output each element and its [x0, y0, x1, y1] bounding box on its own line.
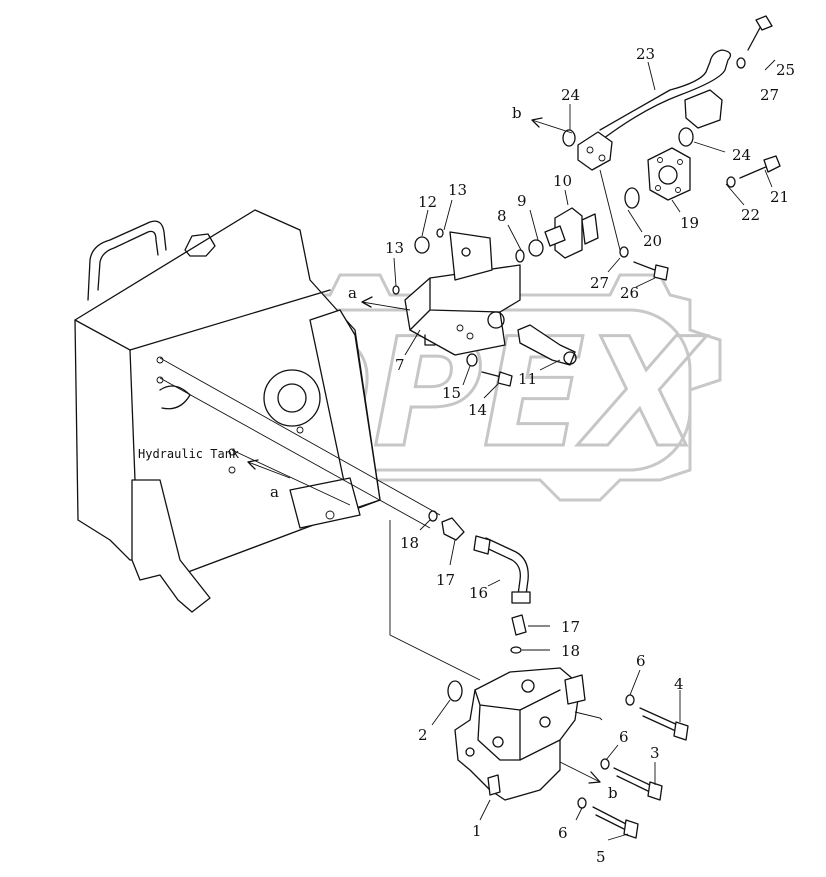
part-number-3: 3	[650, 744, 660, 762]
pipe-23	[577, 49, 732, 171]
washer-27-mid	[619, 246, 629, 258]
leader-line-main-valve	[389, 520, 481, 681]
part-number-15: 15	[442, 384, 461, 402]
part-number-19: 19	[680, 214, 699, 232]
pressure-sensor-11	[517, 324, 577, 366]
part-number-9: 9	[517, 192, 527, 210]
part-number-26: 26	[620, 284, 639, 302]
part-number-27-mid: 27	[590, 274, 609, 292]
o-ring-2	[447, 680, 463, 702]
hose-16	[473, 535, 531, 604]
part-number-6-mid: 6	[619, 728, 629, 746]
washer-15	[466, 353, 478, 367]
bolt-3	[613, 767, 663, 801]
arrow-b-upper	[531, 117, 573, 134]
o-ring-18-mid	[428, 510, 438, 522]
part-number-17-lower: 17	[561, 618, 580, 636]
callout-leaders	[393, 59, 776, 841]
flow-marker-a-upper: a	[348, 284, 357, 302]
washer-22	[726, 176, 736, 188]
part-number-6-top: 6	[636, 652, 646, 670]
bolt-14	[481, 371, 513, 387]
valve-block-7	[404, 231, 521, 356]
part-number-5: 5	[596, 848, 606, 866]
part-number-14: 14	[468, 401, 487, 419]
tank-label: Hydraulic Tank	[138, 447, 240, 461]
bolt-5	[592, 806, 639, 839]
arrow-a-lower	[247, 459, 291, 479]
bolt-21	[739, 155, 781, 179]
arrow-a-upper	[361, 296, 411, 311]
part-number-12: 12	[418, 193, 437, 211]
part-number-11: 11	[518, 370, 537, 388]
tank-hoses	[159, 357, 441, 529]
part-number-25: 25	[776, 61, 795, 79]
part-number-24-right: 24	[732, 146, 751, 164]
o-ring-12	[414, 236, 430, 254]
part-number-4: 4	[674, 675, 684, 693]
part-number-21: 21	[770, 188, 789, 206]
control-valve-1	[454, 667, 586, 801]
part-number-22: 22	[741, 206, 760, 224]
flow-marker-b-upper: b	[512, 104, 522, 122]
part-number-23: 23	[636, 45, 655, 63]
part-number-20: 20	[643, 232, 662, 250]
o-ring-24-right	[678, 127, 694, 147]
part-number-18-lower: 18	[561, 642, 580, 660]
bolt-4	[639, 707, 689, 741]
leader-line-bolts	[574, 711, 603, 721]
o-ring-18-lower	[510, 646, 522, 654]
part-number-16: 16	[469, 584, 488, 602]
part-number-27-top: 27	[760, 86, 779, 104]
fitting-17-lower	[511, 614, 527, 636]
hydraulic-tank	[74, 209, 381, 613]
washer-27-top	[736, 57, 746, 69]
bolt-26	[633, 261, 669, 281]
flange-19	[647, 147, 691, 201]
part-number-13-top: 13	[448, 181, 467, 199]
washer-6-bottom	[577, 797, 587, 809]
o-ring-13-top	[436, 228, 444, 238]
o-ring-20	[624, 187, 640, 209]
arrow-b-lower	[559, 761, 601, 784]
part-number-7: 7	[395, 356, 405, 374]
flow-marker-a-lower: a	[270, 483, 279, 501]
bolt-25	[747, 15, 773, 51]
o-ring-9	[528, 239, 544, 257]
part-number-10: 10	[553, 172, 572, 190]
part-number-13-left: 13	[385, 239, 404, 257]
fitting-17-mid	[441, 517, 465, 541]
part-number-1: 1	[472, 822, 482, 840]
flow-marker-b-lower: b	[608, 784, 618, 802]
part-number-17-mid: 17	[436, 571, 455, 589]
washer-6-top	[625, 694, 635, 706]
part-number-6-bottom: 6	[558, 824, 568, 842]
part-number-24-left: 24	[561, 86, 580, 104]
o-ring-24-left	[562, 129, 576, 147]
part-number-8: 8	[497, 207, 507, 225]
adapter-10	[544, 207, 599, 259]
o-ring-8	[515, 249, 525, 263]
part-number-18-mid: 18	[400, 534, 419, 552]
washer-6-mid	[600, 758, 610, 770]
leader-line-bolt-path	[599, 169, 621, 251]
o-ring-13-left	[392, 285, 400, 295]
part-number-2: 2	[418, 726, 428, 744]
